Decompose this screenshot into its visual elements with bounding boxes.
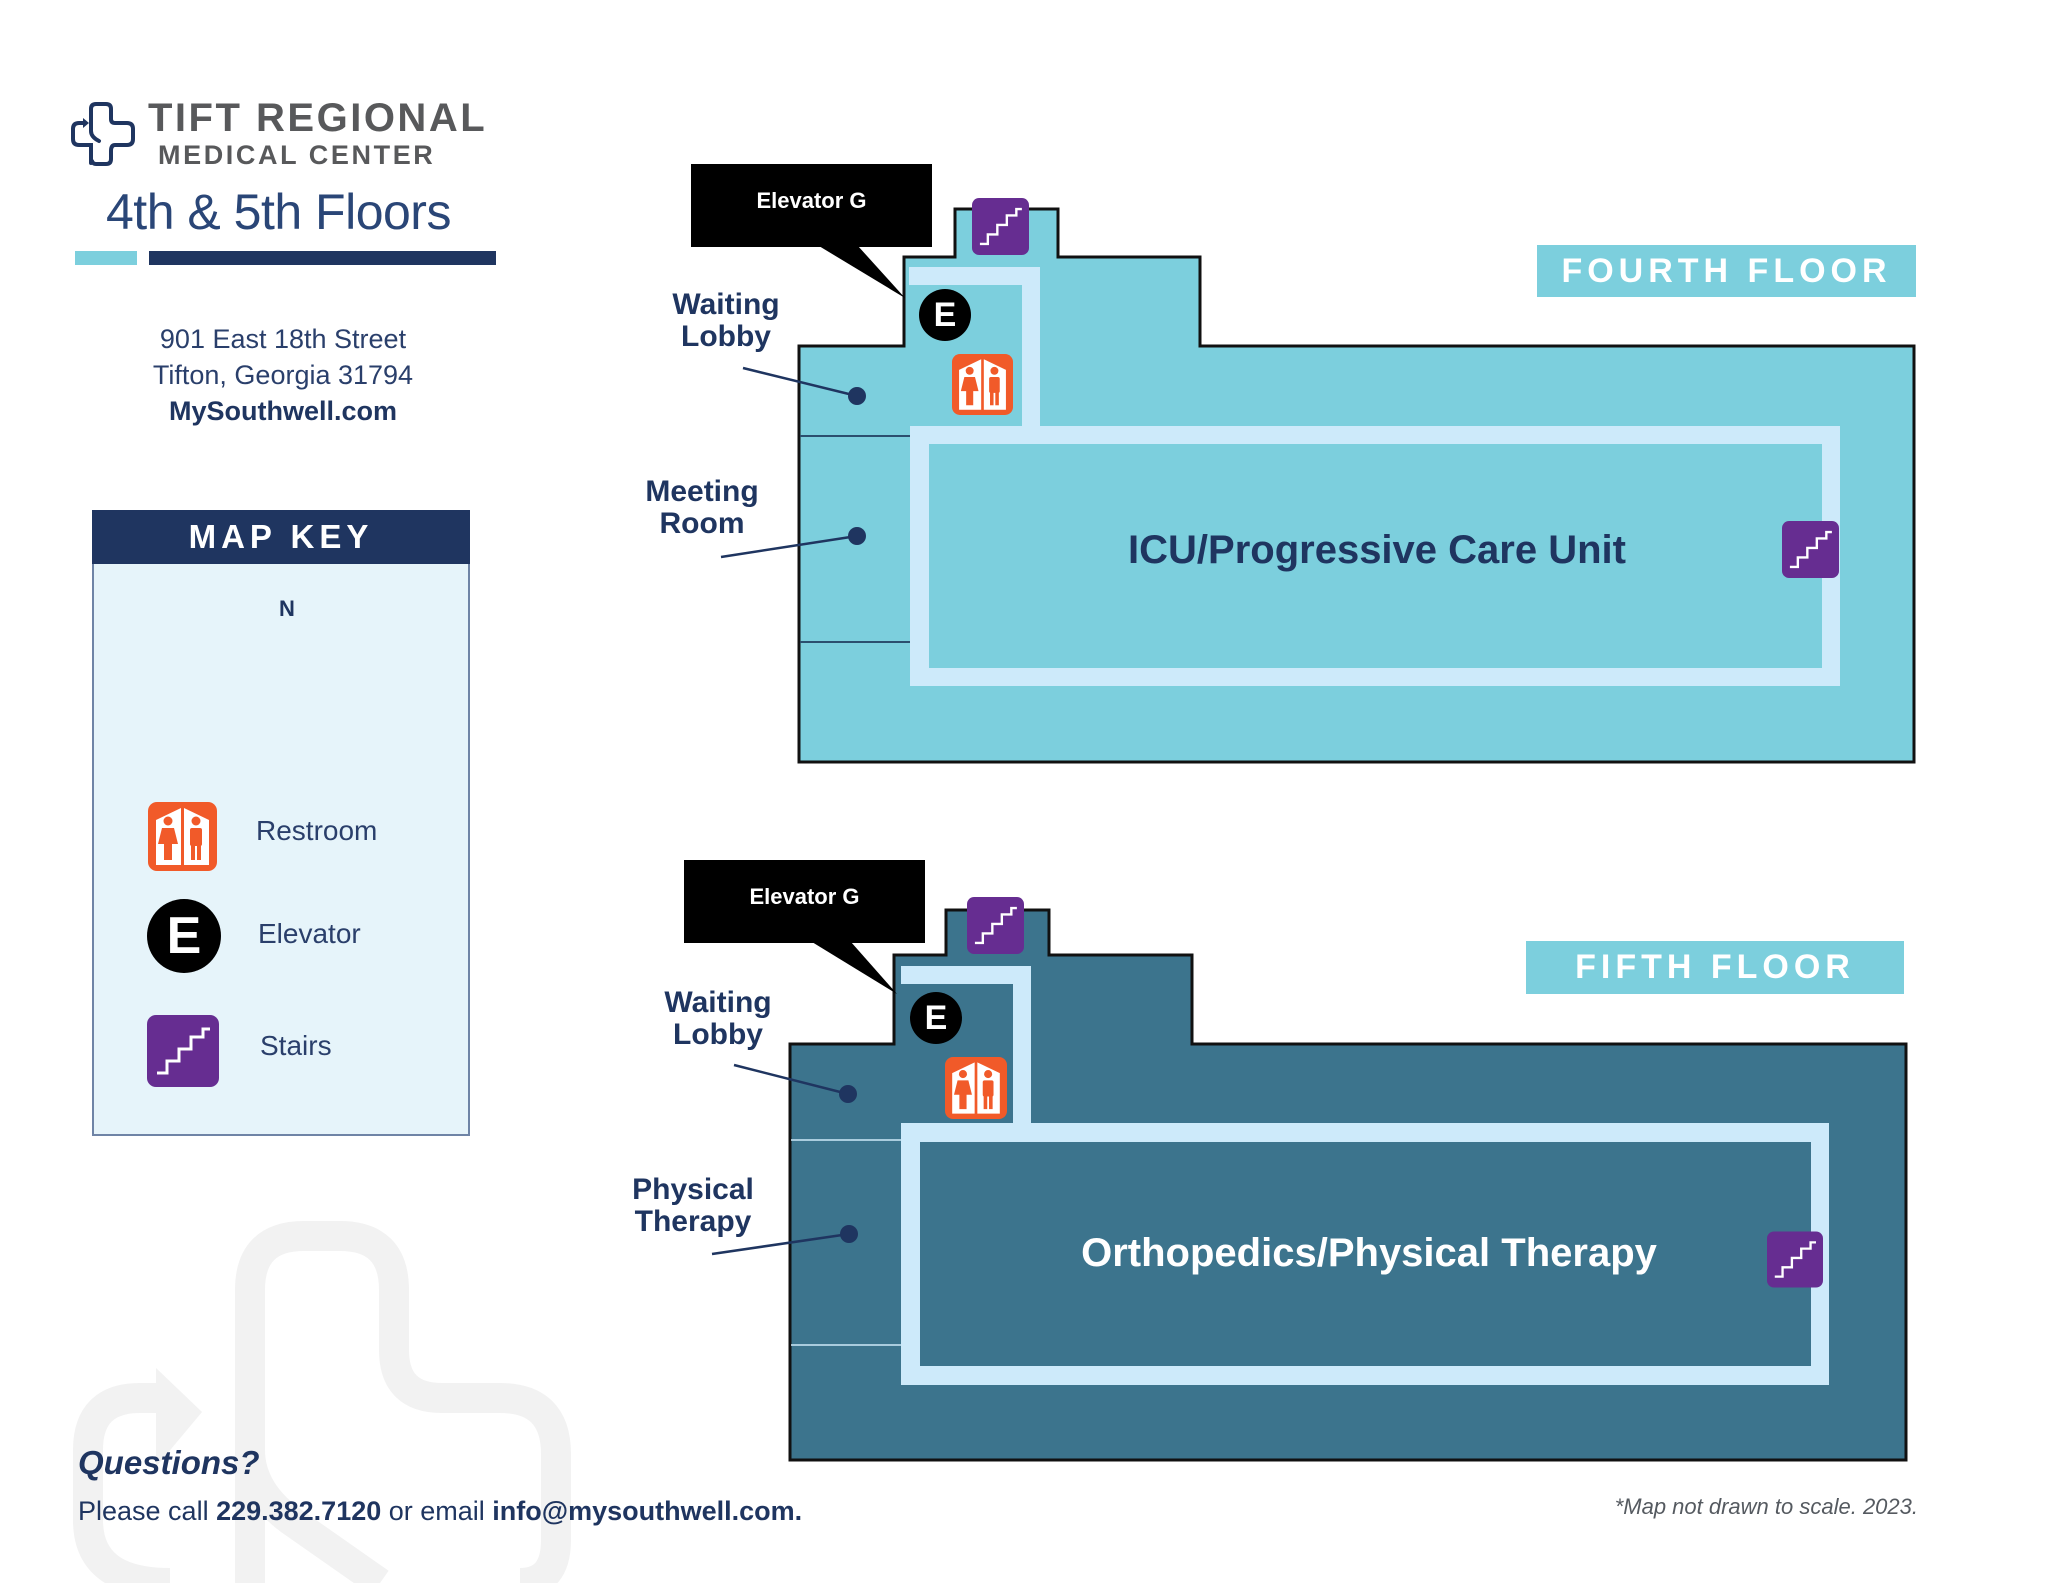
accent-bar-dark (149, 251, 496, 265)
room-label-line: Therapy (634, 1205, 752, 1238)
website-link[interactable]: MySouthwell.com (168, 396, 398, 426)
room-label-line: Meeting (645, 475, 759, 508)
leader-line (711, 1232, 850, 1256)
phone-number-link[interactable]: 229.382.7120 (216, 1496, 382, 1526)
restroom-icon (945, 1057, 1007, 1119)
fifth-floor-plan (684, 860, 1908, 1462)
key-label-stairs: Stairs (260, 1030, 332, 1061)
room-label-line: Waiting (672, 288, 780, 321)
compass-north-label: N (279, 596, 295, 621)
questions-heading: Questions? (78, 1444, 260, 1481)
stairs-icon (147, 1015, 219, 1087)
elevator-callout-label: Elevator G (756, 188, 867, 213)
leader-line (733, 1063, 849, 1096)
leader-line (742, 366, 858, 398)
address-city: Tifton, Georgia 31794 (152, 360, 414, 390)
org-name-line1: TIFT REGIONAL (148, 96, 488, 140)
room-label-line: Lobby (673, 1018, 763, 1051)
address-street: 901 East 18th Street (159, 324, 407, 354)
stairs-icon (967, 897, 1024, 954)
room-dot (839, 1085, 857, 1103)
elevator-callout-box (684, 860, 925, 943)
corridor (901, 966, 1031, 984)
watermark-arrow (156, 1368, 202, 1467)
elevator-callout-box (691, 164, 932, 247)
stairs-icon (972, 198, 1029, 255)
room-label-meeting-room: Meeting Room (642, 476, 762, 540)
unit-label-orthopedics: Orthopedics/Physical Therapy (1081, 1231, 1657, 1275)
room-label-line: Room (659, 507, 745, 540)
page-title: 4th & 5th Floors (106, 184, 451, 240)
corridor (1022, 267, 1040, 444)
key-label-elevator: Elevator (258, 918, 361, 949)
stairs-icon (1782, 521, 1839, 578)
elevator-callout-tail (819, 246, 905, 298)
room-dot (848, 387, 866, 405)
room-label-line: Physical (632, 1173, 754, 1206)
medical-cross-arrow-icon (71, 102, 135, 166)
watermark-logo (73, 1221, 571, 1583)
fifth-floor-outline (788, 908, 1908, 1462)
unit-label-icu: ICU/Progressive Care Unit (1128, 528, 1626, 572)
contact-email-prefix: or email (381, 1496, 493, 1526)
elevator-icon: E (919, 289, 971, 341)
fourth-floor-tag: FOURTH FLOOR (1537, 245, 1916, 297)
restroom-icon (952, 354, 1013, 415)
contact-line: Please call 229.382.7120 or email info@m… (78, 1496, 802, 1527)
elevator-callout-label: Elevator G (749, 884, 860, 909)
restroom-icon (148, 802, 217, 871)
fourth-floor-outline (797, 207, 1916, 764)
room-label-line: Lobby (681, 320, 771, 353)
key-label-restroom: Restroom (256, 815, 378, 846)
room-label-waiting-lobby: Waiting Lobby (658, 987, 778, 1051)
fourth-floor-plan (691, 164, 1916, 764)
map-key-title: MAP KEY (92, 510, 470, 564)
corridor (909, 267, 1040, 285)
room-label-physical-therapy: Physical Therapy (628, 1174, 758, 1238)
room-label-line: Waiting (664, 986, 772, 1019)
elevator-icon: E (910, 992, 962, 1044)
scale-footnote: *Map not drawn to scale. 2023. (1614, 1494, 1918, 1519)
room-dot (848, 527, 866, 545)
corridor (1013, 966, 1031, 1142)
elevator-icon: E (147, 899, 221, 973)
accent-bar-light (75, 251, 137, 265)
org-name-line2: MEDICAL CENTER (158, 140, 436, 170)
elevator-callout-tail (812, 942, 897, 994)
email-link[interactable]: info@mysouthwell.com. (492, 1496, 803, 1526)
fifth-floor-tag: FIFTH FLOOR (1526, 941, 1904, 994)
room-dot (840, 1225, 858, 1243)
contact-call-prefix: Please call (78, 1496, 217, 1526)
leader-line (720, 534, 858, 559)
room-label-waiting-lobby: Waiting Lobby (666, 289, 786, 353)
stairs-icon (1767, 1231, 1823, 1288)
